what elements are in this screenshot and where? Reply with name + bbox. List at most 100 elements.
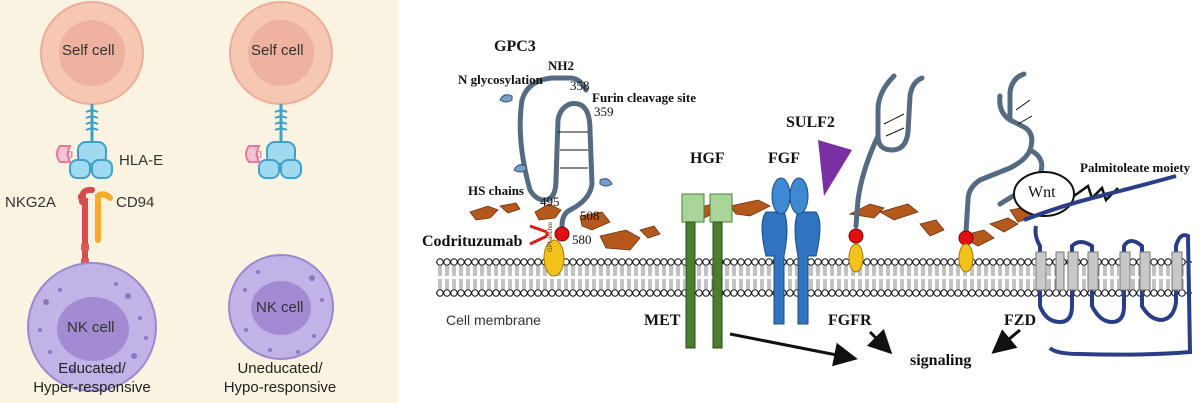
lipid-tail (592, 266, 596, 289)
lipid-head (464, 289, 472, 297)
lipid-head (744, 289, 752, 297)
caption-educated-line2: Hyper-responsive (33, 379, 151, 396)
lipid-head (534, 258, 542, 266)
lipid-tail (613, 266, 617, 289)
lipid-head (884, 289, 892, 297)
lipid-head (842, 289, 850, 297)
lipid-head (667, 289, 675, 297)
lipid-tail (655, 266, 659, 289)
lipid-head (1073, 289, 1081, 297)
lipid-head (744, 258, 752, 266)
gpi-anchor-secondary (848, 243, 864, 273)
lipid-head (891, 258, 899, 266)
sulf2-label: SULF2 (786, 114, 835, 131)
lipid-head (492, 289, 500, 297)
arrow-fzd-to-signaling (991, 328, 1021, 354)
lipid-head (723, 258, 731, 266)
lipid-head (485, 258, 493, 266)
hs-chains-label: HS chains (468, 183, 524, 198)
lipid-head (765, 258, 773, 266)
lipid-head (443, 289, 451, 297)
lipid-tail (998, 266, 1002, 289)
lipid-tail (578, 266, 582, 289)
residue-508: 508 (580, 208, 600, 223)
lipid-tail (536, 266, 540, 289)
lipid-tail (543, 266, 547, 289)
lipid-head (933, 258, 941, 266)
lipid-tail (452, 266, 456, 289)
arrow-met-to-signaling (729, 332, 858, 367)
lipid-head (520, 289, 528, 297)
lipid-head (702, 289, 710, 297)
lipid-head (1157, 258, 1165, 266)
lipid-tail (676, 266, 680, 289)
hgf-ligand (681, 193, 733, 223)
lipid-head (884, 258, 892, 266)
lipid-head (653, 258, 661, 266)
lipid-tail (872, 266, 876, 289)
lipid-head (1017, 289, 1025, 297)
lipid-tail (1166, 266, 1170, 289)
lipid-head (436, 289, 444, 297)
lipid-head (814, 258, 822, 266)
lipid-head (450, 258, 458, 266)
nh2-label: NH2 (548, 58, 574, 73)
fgfr-receptor (761, 211, 821, 325)
residue-359: 359 (594, 104, 614, 119)
lipid-tail (949, 266, 953, 289)
lipid-tail (753, 266, 757, 289)
lipid-head (632, 289, 640, 297)
lipid-head (632, 258, 640, 266)
lipid-head (513, 258, 521, 266)
lipid-head (653, 289, 661, 297)
lipid-head (485, 289, 493, 297)
lipid-tail (508, 266, 512, 289)
lipid-head (807, 289, 815, 297)
lipid-head (1101, 258, 1109, 266)
lipid-tail (627, 266, 631, 289)
lipid-head (947, 258, 955, 266)
lipid-head (912, 258, 920, 266)
lipid-head (562, 289, 570, 297)
lipid-tail (1005, 266, 1009, 289)
wnt-ligand (1013, 171, 1075, 217)
lipid-head (807, 258, 815, 266)
lipid-head (569, 258, 577, 266)
residue-580: 580 (572, 232, 592, 247)
glycosylation-sites (499, 94, 613, 187)
lipid-tail (921, 266, 925, 289)
fgf-label: FGF (768, 150, 800, 167)
lipid-head (590, 289, 598, 297)
lipid-head (1003, 258, 1011, 266)
lipid-tail (914, 266, 918, 289)
caption-educated-line1: Educated/ (58, 360, 126, 377)
svg-text:ɑ: ɑ (66, 146, 73, 161)
self-nucleus-educated (59, 20, 125, 86)
lipid-tail (760, 266, 764, 289)
lipid-tail (788, 266, 792, 289)
lipid-head (499, 289, 507, 297)
lipid-head (723, 289, 731, 297)
caption-uneducated-line1: Uneducated/ (237, 360, 323, 377)
residue-358: 358 (570, 78, 590, 93)
lipid-head (996, 258, 1004, 266)
lipid-head (842, 258, 850, 266)
lipid-head (1024, 289, 1032, 297)
lipid-head (835, 258, 843, 266)
lipid-head (961, 289, 969, 297)
lipid-tail (970, 266, 974, 289)
lipid-tail (1152, 266, 1156, 289)
lipid-tail (1110, 266, 1114, 289)
lipid-head (499, 258, 507, 266)
lipid-tail (704, 266, 708, 289)
cell-membrane-label: Cell membrane (446, 312, 541, 328)
lipid-head (933, 289, 941, 297)
lipid-head (1080, 258, 1088, 266)
lipid-head (730, 258, 738, 266)
lipid-tail (473, 266, 477, 289)
lipid-head (926, 289, 934, 297)
lipid-head (828, 258, 836, 266)
lipid-head (954, 289, 962, 297)
hla-e-molecule-uneducated: ɑ (245, 141, 302, 179)
lipid-tail (564, 266, 568, 289)
